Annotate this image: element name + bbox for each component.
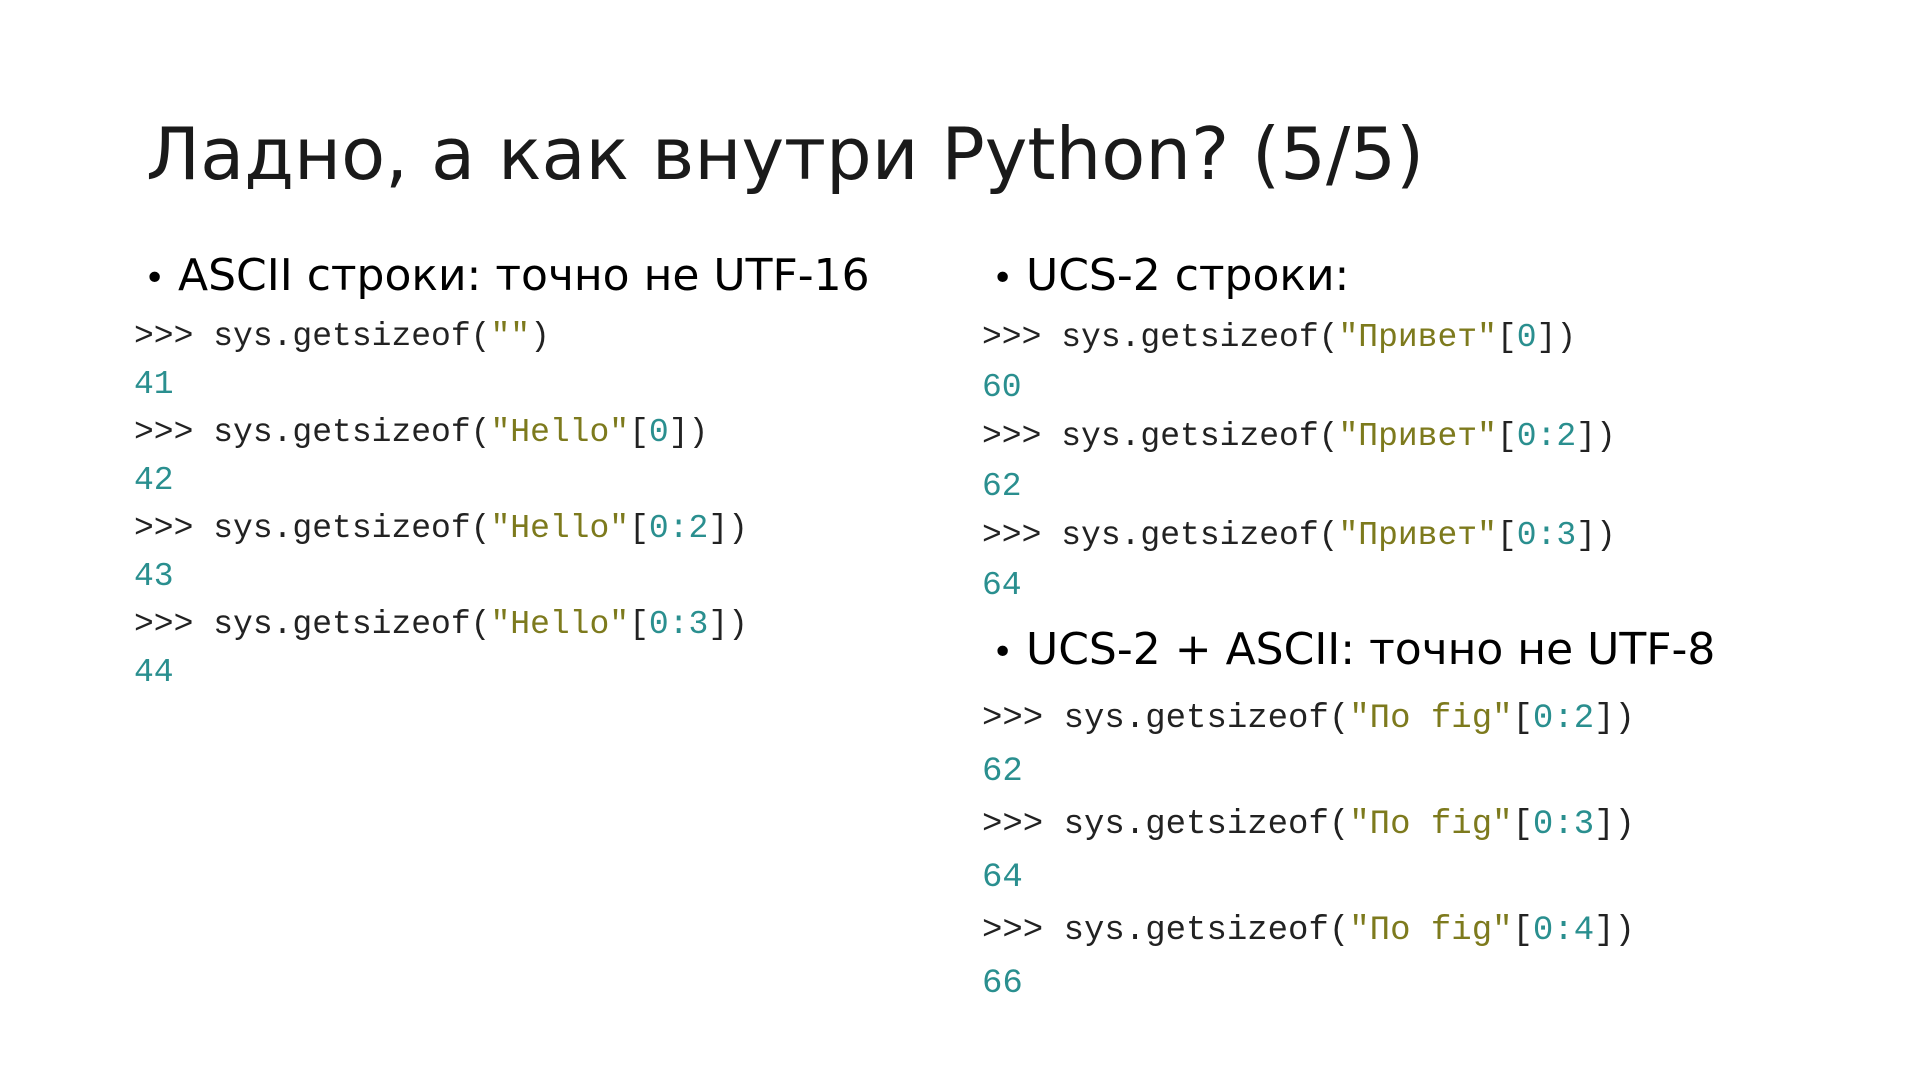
code-string: "По fig" xyxy=(1349,806,1513,844)
code-bracket-open: [ xyxy=(1512,912,1533,950)
bullet-ucs2-text: UCS-2 строки: xyxy=(1026,250,1350,301)
code-string: "По fig" xyxy=(1349,700,1513,738)
code-call: sys.getsizeof( xyxy=(1063,700,1350,738)
code-index: 0:2 xyxy=(648,510,709,547)
code-bracket-close: ]) xyxy=(708,606,748,643)
code-string: "" xyxy=(490,318,531,355)
code-prompt: >>> xyxy=(134,414,214,451)
code-call: sys.getsizeof( xyxy=(213,606,491,643)
left-column: • ASCII строки: точно не UTF-16 >>> sys.… xyxy=(134,250,934,697)
bullet-ucs2-ascii-text: UCS-2 + ASCII: точно не UTF-8 xyxy=(1026,624,1716,675)
code-line: >>> sys.getsizeof("Привет"[0:2]) xyxy=(982,412,1882,462)
code-output: 43 xyxy=(134,558,174,595)
code-index: 0:4 xyxy=(1532,912,1595,950)
code-prompt: >>> xyxy=(982,912,1064,950)
code-bracket-open: [ xyxy=(629,510,649,547)
bullet-dot-icon: • xyxy=(992,258,1014,299)
code-bracket-close: ]) xyxy=(708,510,748,547)
code-output: 62 xyxy=(982,753,1023,791)
code-prompt: >>> xyxy=(134,606,214,643)
code-bracket-open: [ xyxy=(1512,700,1533,738)
code-prompt: >>> xyxy=(982,806,1064,844)
code-output: 44 xyxy=(134,654,174,691)
code-block-ucs2-ascii: >>> sys.getsizeof("По fig"[0:2])62>>> sy… xyxy=(982,693,1882,1011)
code-output: 41 xyxy=(134,366,174,403)
code-bracket-close: ]) xyxy=(1594,700,1635,738)
code-call: sys.getsizeof( xyxy=(1061,418,1339,455)
code-output: 66 xyxy=(982,965,1023,1003)
bullet-dot-icon: • xyxy=(144,258,166,299)
code-bracket-close: ]) xyxy=(1576,517,1616,554)
code-string: "По fig" xyxy=(1349,912,1513,950)
code-bracket-close: ]) xyxy=(1576,418,1616,455)
code-line: >>> sys.getsizeof("По fig"[0:3]) xyxy=(982,799,1882,852)
code-index: 0 xyxy=(648,414,669,451)
code-index: 0:3 xyxy=(1516,517,1577,554)
code-output: 64 xyxy=(982,859,1023,897)
right-column: • UCS-2 строки: >>> sys.getsizeof("Приве… xyxy=(982,250,1882,1011)
code-string: "Hello" xyxy=(490,510,630,547)
code-bracket-open: [ xyxy=(1496,319,1517,356)
code-line: >>> sys.getsizeof("Hello"[0]) xyxy=(134,409,934,457)
code-string: "Привет" xyxy=(1338,319,1497,356)
code-call: sys.getsizeof( xyxy=(1063,806,1350,844)
code-call: sys.getsizeof( xyxy=(1063,912,1350,950)
code-bracket-open: [ xyxy=(1496,517,1517,554)
code-block-ascii: >>> sys.getsizeof("")41>>> sys.getsizeof… xyxy=(134,313,934,697)
code-index: 0:2 xyxy=(1532,700,1595,738)
bullet-ascii: • ASCII строки: точно не UTF-16 xyxy=(144,250,934,301)
code-call: sys.getsizeof( xyxy=(213,318,491,355)
slide-title: Ладно, а как внутри Python? (5/5) xyxy=(146,112,1425,196)
code-bracket-close: ]) xyxy=(1536,319,1577,356)
code-line: >>> sys.getsizeof("") xyxy=(134,313,934,361)
code-prompt: >>> xyxy=(982,319,1062,356)
code-output: 42 xyxy=(134,462,174,499)
code-prompt: >>> xyxy=(134,510,214,547)
code-bracket-open: [ xyxy=(629,414,649,451)
code-call: sys.getsizeof( xyxy=(213,510,491,547)
bullet-ucs2-ascii: • UCS-2 + ASCII: точно не UTF-8 xyxy=(992,624,1882,675)
code-bracket-open: [ xyxy=(629,606,649,643)
code-prompt: >>> xyxy=(982,700,1064,738)
code-call: sys.getsizeof( xyxy=(1061,319,1339,356)
bullet-ascii-text: ASCII строки: точно не UTF-16 xyxy=(178,250,870,301)
code-index: 0:3 xyxy=(648,606,709,643)
code-string: "Hello" xyxy=(490,414,630,451)
code-bracket-close: ]) xyxy=(668,414,709,451)
code-call: sys.getsizeof( xyxy=(213,414,491,451)
code-string: "Привет" xyxy=(1338,418,1497,455)
code-line: >>> sys.getsizeof("Привет"[0]) xyxy=(982,313,1882,363)
code-bracket-close: ]) xyxy=(1594,806,1635,844)
code-bracket-open: [ xyxy=(1512,806,1533,844)
bullet-dot-icon: • xyxy=(992,632,1014,673)
code-block-ucs2: >>> sys.getsizeof("Привет"[0])60>>> sys.… xyxy=(982,313,1882,610)
code-string: "Hello" xyxy=(490,606,630,643)
code-call: sys.getsizeof( xyxy=(1061,517,1339,554)
code-line: >>> sys.getsizeof("Hello"[0:3]) xyxy=(134,601,934,649)
code-index: 0:3 xyxy=(1532,806,1595,844)
code-bracket-close: ]) xyxy=(1594,912,1635,950)
code-bracket-close: ) xyxy=(530,318,550,355)
code-prompt: >>> xyxy=(982,418,1062,455)
bullet-ucs2: • UCS-2 строки: xyxy=(992,250,1882,301)
code-line: >>> sys.getsizeof("Привет"[0:3]) xyxy=(982,511,1882,561)
code-index: 0 xyxy=(1516,319,1537,356)
code-bracket-open: [ xyxy=(1496,418,1517,455)
code-output: 62 xyxy=(982,467,1022,505)
code-index: 0:2 xyxy=(1516,418,1577,455)
code-line: >>> sys.getsizeof("Hello"[0:2]) xyxy=(134,505,934,553)
code-output: 60 xyxy=(982,368,1022,406)
code-prompt: >>> xyxy=(982,517,1062,554)
code-line: >>> sys.getsizeof("По fig"[0:2]) xyxy=(982,693,1882,746)
code-prompt: >>> xyxy=(134,318,214,355)
code-output: 64 xyxy=(982,566,1022,604)
code-line: >>> sys.getsizeof("По fig"[0:4]) xyxy=(982,905,1882,958)
code-string: "Привет" xyxy=(1338,517,1497,554)
